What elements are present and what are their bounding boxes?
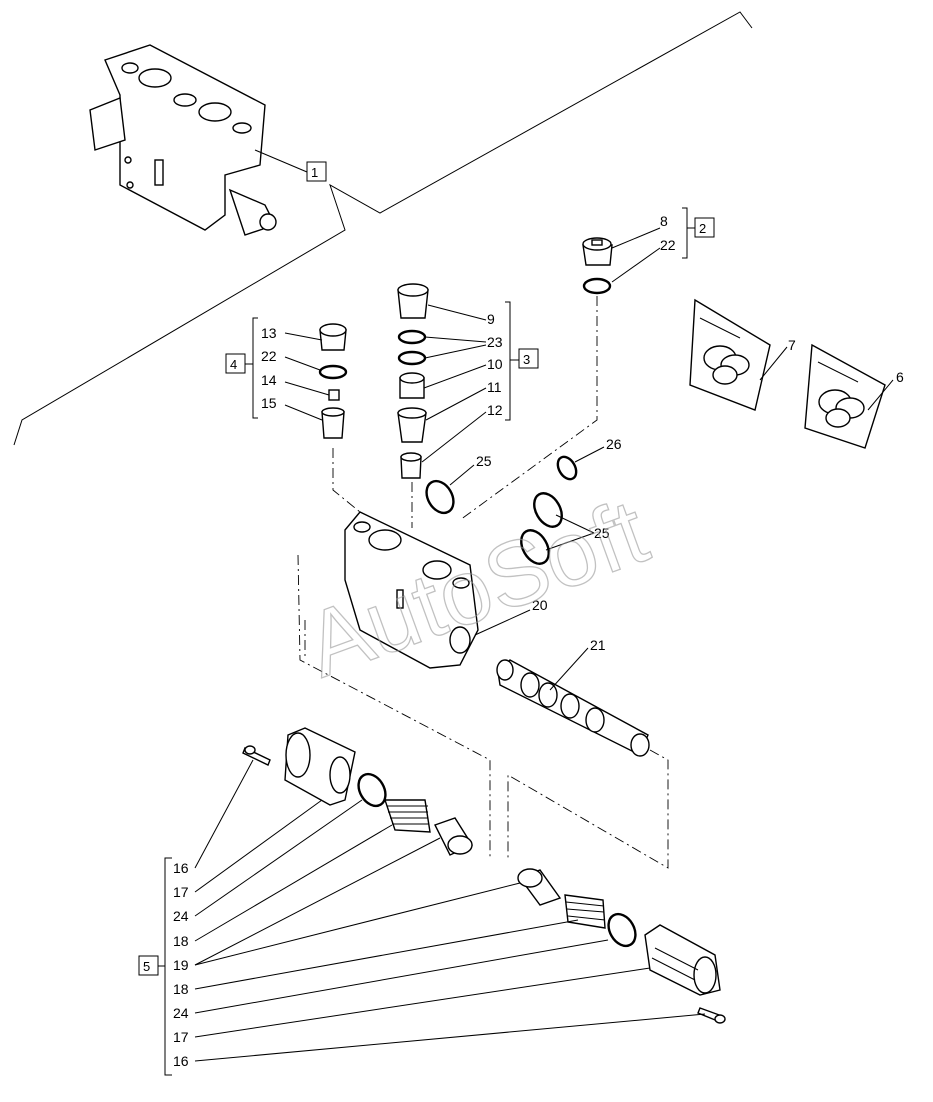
callout-21: 21 [590,637,606,653]
bracket-4 [252,317,258,419]
callout-9: 9 [487,311,495,327]
spring-18-left [384,799,431,833]
valve-assembly-1 [89,44,277,236]
callout-20: 20 [532,597,548,613]
ref-box-1-label: 1 [311,165,318,180]
group5-label-7: 17 [173,1029,189,1045]
bracket-2 [682,207,688,259]
group5-leaders [194,759,706,1062]
callout-22b: 22 [261,348,277,364]
callout-15: 15 [261,395,277,411]
callout-8: 8 [660,213,668,229]
ref-box-2-label: 2 [699,221,706,236]
callout-13: 13 [261,325,277,341]
phantom-lines [297,296,669,869]
watermark: AutoSoft [293,480,660,697]
inset-frame-line [13,11,753,446]
callout-14: 14 [261,372,277,388]
ref-box-1 [306,161,327,182]
stack-3-parts [397,283,429,479]
leader-6 [867,379,894,411]
ref-box-2 [694,217,715,238]
o-ring-22-top [582,277,612,295]
group5-label-1: 17 [173,884,189,900]
callout-22a: 22 [660,237,676,253]
o-ring-24-left [357,772,387,808]
ref-box-3-label: 3 [523,352,530,367]
callout-23: 23 [487,334,503,350]
ref-box-5-label: 5 [143,959,150,974]
spring-18-right [564,894,606,929]
callout-12: 12 [487,402,503,418]
spool-21 [496,659,650,757]
o-ring-25-right-a [533,492,563,528]
stack-4-parts [318,323,348,439]
bracket-5 [164,857,172,1076]
group5-label-4: 19 [173,957,189,973]
seal-kit-bag-7 [689,298,771,411]
callout-11: 11 [487,379,502,395]
o-ring-25-right-b [520,529,550,565]
valve-body-20 [344,511,479,669]
callout-25a: 25 [476,453,492,469]
callout-26: 26 [606,436,622,452]
ref-box-5 [138,955,159,976]
bolt-left [242,745,271,766]
group5-label-5: 18 [173,981,189,997]
end-cap-left [284,727,356,806]
callout-6: 6 [896,369,904,385]
group5-label-3: 18 [173,933,189,949]
o-ring-24-right [607,912,637,948]
leader-13 [284,332,323,341]
leader-8 [611,227,661,249]
leader-9 [427,304,487,321]
o-ring-25-top [425,479,455,515]
cup-19-right [517,868,562,906]
bracket-3 [505,301,511,421]
callout-10: 10 [487,356,503,372]
plug-8 [582,237,613,266]
ref-box-3 [518,348,539,369]
group5-label-6: 24 [173,1005,189,1021]
seal-kit-bag-6 [804,343,886,449]
cup-19-left [434,817,474,856]
o-ring-26 [556,455,578,481]
leader-22a [611,247,661,283]
leader-1 [254,149,308,173]
leader-7 [759,346,788,381]
ref-box-4-label: 4 [230,357,237,372]
group5-label-8: 16 [173,1053,189,1069]
group5-label-2: 24 [173,908,189,924]
callout-25b: 25 [594,525,610,541]
end-cap-right [644,924,721,996]
group5-label-0: 16 [173,860,189,876]
bolt-right [697,1007,726,1024]
ref-box-4 [225,353,246,374]
callout-7: 7 [788,337,796,353]
